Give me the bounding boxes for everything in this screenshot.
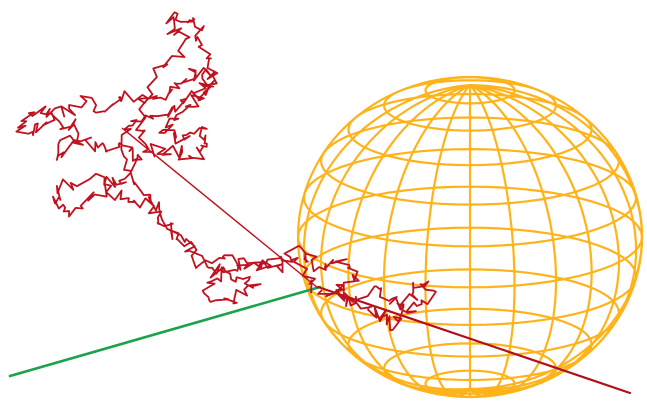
- sphere-meridian: [469, 84, 516, 398]
- random-walk-group: [15, 11, 437, 332]
- random-walk-path: [15, 11, 437, 332]
- sphere-meridian: [469, 84, 621, 392]
- green-track-line: [8, 285, 322, 378]
- wireframe-sphere: [296, 75, 644, 399]
- sphere-meridian: [319, 84, 471, 392]
- sphere-meridian: [469, 84, 558, 397]
- random-walk-spoke: [121, 127, 319, 289]
- red-track-line: [316, 285, 632, 395]
- sphere-meridian: [469, 84, 638, 391]
- sphere-meridian: [469, 84, 593, 395]
- track-lines: [8, 285, 632, 395]
